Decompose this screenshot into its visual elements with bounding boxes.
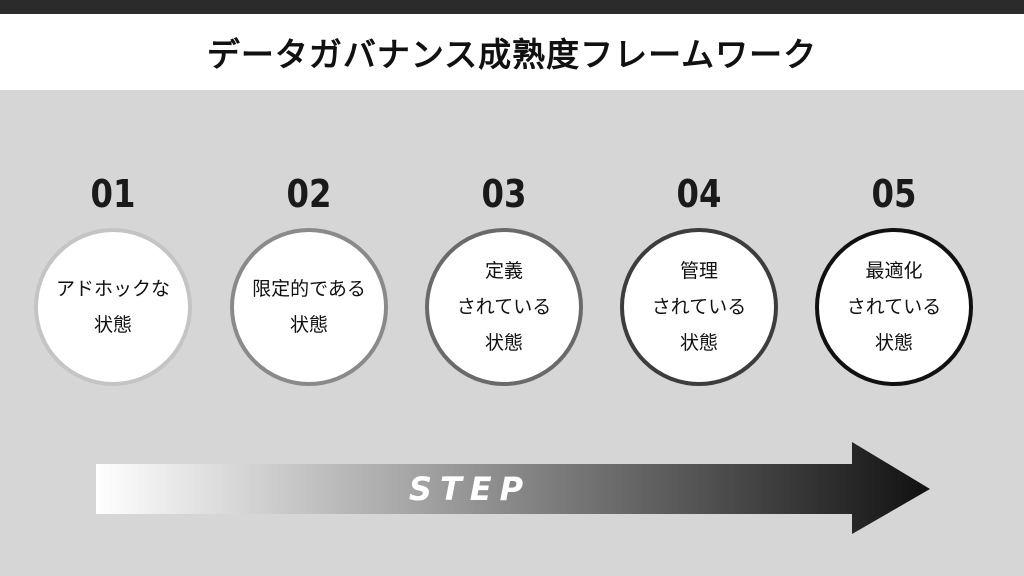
- step-label-line: されている: [846, 296, 942, 318]
- step-number: 03: [481, 172, 527, 216]
- step-number: 01: [90, 172, 136, 216]
- step-label-line: されている: [651, 296, 747, 318]
- arrow-label: STEP: [408, 470, 532, 508]
- page-title: データガバナンス成熟度フレームワーク: [206, 35, 818, 74]
- step-label-line: 状態: [679, 332, 718, 354]
- step-label-line: 状態: [874, 332, 913, 354]
- step-label-line: 状態: [484, 332, 523, 354]
- step-circle: 限定的である 状態: [230, 228, 388, 386]
- step-label-line: 状態: [289, 314, 328, 336]
- step-number: 05: [871, 172, 917, 216]
- step-number: 04: [676, 172, 722, 216]
- step-number: 02: [286, 172, 332, 216]
- header: データガバナンス成熟度フレームワーク: [0, 14, 1024, 90]
- step-label-line: 管理: [679, 260, 718, 282]
- step-label-line: 状態: [93, 314, 132, 336]
- step-circle: 最適化 されている 状態: [815, 228, 973, 386]
- top-bar: [0, 0, 1024, 14]
- step-label-line: 定義: [484, 260, 523, 282]
- step-circle: 定義 されている 状態: [425, 228, 583, 386]
- step-circle: 管理 されている 状態: [620, 228, 778, 386]
- step-label-line: アドホックな: [55, 278, 170, 300]
- arrow-shape: [96, 442, 930, 534]
- step-label-line: 最適化: [865, 260, 923, 282]
- step-label-line: されている: [456, 296, 552, 318]
- step-label-line: 限定的である: [252, 278, 366, 300]
- step-circle: アドホックな 状態: [34, 228, 192, 386]
